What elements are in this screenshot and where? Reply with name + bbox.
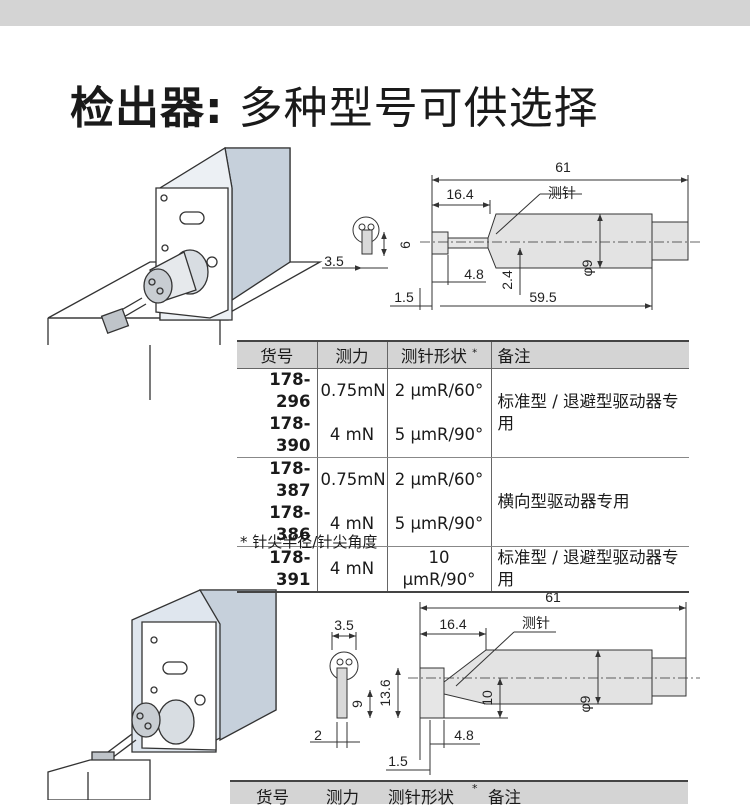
header-shape: 测针形状 * [386,340,491,369]
dim-3-5: 3.5 [324,253,344,269]
cell-shape: 2 μmR/60° [386,368,491,413]
footnote: * 针尖半径/针尖角度 [240,533,378,551]
dim-phi9: φ9 [579,259,595,276]
dim2-9: 9 [349,700,365,708]
dim2-13-6: 13.6 [377,679,393,706]
dim-4-8: 4.8 [464,266,484,282]
table-row: 178-386 4 mN 5 μmR/90° [237,502,689,547]
dim2-3-5: 3.5 [334,617,354,633]
dim-2-4: 2.4 [499,270,515,290]
probe-label-1: 测针 [548,185,576,201]
dim2-2: 2 [314,727,322,743]
dim-61: 61 [555,159,571,175]
cell-model: 178-386 [237,502,317,547]
dim2-10: 10 [479,690,495,706]
page-title-bold: 检出器: [70,83,224,134]
top-banner [0,0,750,26]
header2-star: * [472,782,478,795]
header2-force: 测力 [326,788,359,807]
spec-table-2-header: 货号 测力 测针形状 * 备注 [230,780,688,807]
cell-shape: 5 μmR/90° [386,502,491,547]
header-note: 备注 [490,340,689,369]
tech-drawing-1-labels: 61 16.4 测针 6 3.5 4.8 2.4 φ9 1.5 59.5 [324,159,595,305]
page-title-light: 多种型号可供选择 [223,83,599,134]
header-model: 货号 [237,340,317,369]
cell-shape: 5 μmR/90° [386,413,491,458]
cell-force: 4 mN [316,546,387,593]
tech-drawing-2 [310,602,700,775]
cell-force: 0.75mN [316,368,387,413]
table-row: 178-390 4 mN 5 μmR/90° [237,413,689,458]
dim2-16-4: 16.4 [439,616,466,632]
cell-note: 标准型 / 退避型驱动器专用 [490,368,689,458]
dim-59-5: 59.5 [529,289,556,305]
cell-model: 178-296 [269,370,311,411]
dim-6: 6 [397,241,413,249]
table-row: 178-391 4 mN 10 μmR/90° 标准型 / 退避型驱动器专用 [237,546,689,593]
tech-drawing-2-labels: 61 3.5 16.4 测针 9 13.6 10 φ9 2 4.8 1.5 [314,589,593,769]
page-title: 检出器: 多种型号可供选择 [70,72,599,136]
header-force: 测力 [316,340,387,369]
cell-force: 4 mN [316,413,387,458]
header2-shape: 测针形状 [388,788,454,807]
cell-shape: 2 μmR/60° [386,457,491,502]
cell-note: 标准型 / 退避型驱动器专用 [490,546,689,593]
header-shape-text: 测针形状 [400,347,467,366]
spec-table: 货号 测力 测针形状 * 备注 178-296 0.75mN 2 μmR/60°… [237,340,689,593]
table-row: 178-387 0.75mN 2 μmR/60° 横向型驱动器专用 [237,457,689,547]
spec-table-header: 货号 测力 测针形状 * 备注 [237,340,689,369]
probe-label-2: 测针 [522,615,550,631]
cell-force: 0.75mN [316,457,387,502]
cell-note: 横向型驱动器专用 [490,457,689,547]
dim2-61: 61 [545,589,561,605]
dim2-4-8: 4.8 [454,727,474,743]
cell-model: 178-391 [237,546,317,593]
detector-illustration-1 [47,146,323,400]
cell-force: 4 mN [316,502,387,547]
dim-16-4: 16.4 [446,186,473,202]
detector-illustration-2 [47,589,277,800]
dim2-phi9: φ9 [577,695,593,712]
header2-note: 备注 [488,788,521,807]
cell-model: 178-390 [237,413,317,458]
dim-1-5: 1.5 [394,289,414,305]
header2-model: 货号 [256,788,289,807]
cell-model: 178-387 [269,459,311,500]
dim2-1-5: 1.5 [388,753,408,769]
cell-shape: 10 μmR/90° [386,546,491,593]
table-row: 178-296 0.75mN 2 μmR/60° 标准型 / 退避型驱动器专用 [237,368,689,458]
tech-drawing-1 [322,175,700,310]
header-shape-star: * [472,347,478,359]
